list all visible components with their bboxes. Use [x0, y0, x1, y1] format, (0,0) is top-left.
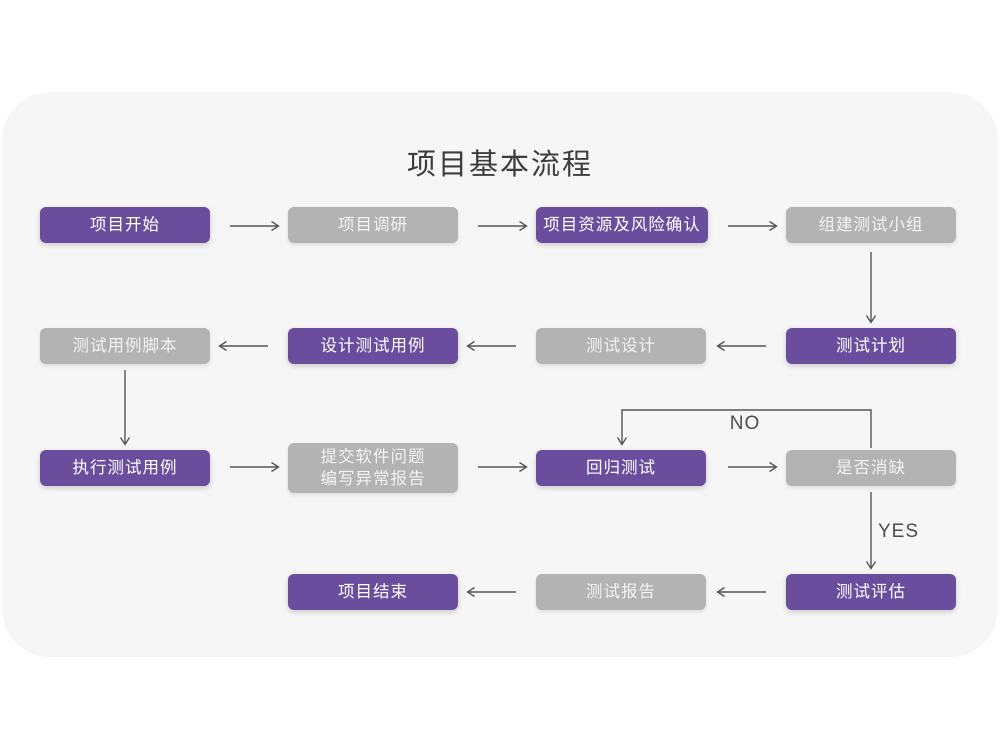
- diagram-title: 项目基本流程: [406, 149, 593, 181]
- node-label: 是否消缺: [836, 459, 906, 477]
- flowchart-card-background: [2, 92, 998, 657]
- edge-label-no: NO: [729, 413, 761, 434]
- node-project-end: 项目结束: [288, 574, 458, 610]
- node-test-case-script: 测试用例脚本: [40, 328, 210, 364]
- node-build-test-team: 组建测试小组: [786, 207, 956, 243]
- node-test-design: 测试设计: [536, 328, 706, 364]
- node-label: 项目调研: [338, 216, 408, 234]
- edge-label-yes: YES: [878, 521, 920, 542]
- node-label: 测试用例脚本: [72, 337, 178, 355]
- node-label: 项目结束: [338, 583, 408, 601]
- node-label-line2: 编写异常报告: [320, 470, 426, 488]
- node-regression-test: 回归测试: [536, 450, 706, 486]
- node-defect-cleared: 是否消缺: [786, 450, 956, 486]
- node-label: 项目资源及风险确认: [543, 216, 701, 234]
- node-risk-confirm: 项目资源及风险确认: [536, 207, 708, 243]
- node-project-research: 项目调研: [288, 207, 458, 243]
- node-label: 项目开始: [90, 216, 160, 234]
- node-label: 执行测试用例: [72, 459, 178, 477]
- node-execute-test-cases: 执行测试用例: [40, 450, 210, 486]
- node-test-plan: 测试计划: [786, 328, 956, 364]
- node-label-line1: 提交软件问题: [320, 448, 426, 466]
- node-label: 设计测试用例: [320, 337, 426, 355]
- node-label: 测试设计: [586, 337, 656, 355]
- node-project-start: 项目开始: [40, 207, 210, 243]
- node-design-test-cases: 设计测试用例: [288, 328, 458, 364]
- node-test-evaluate: 测试评估: [786, 574, 956, 610]
- node-label: 测试评估: [836, 583, 906, 601]
- node-test-report: 测试报告: [536, 574, 706, 610]
- node-submit-issue-report: 提交软件问题 编写异常报告: [288, 443, 458, 493]
- node-label: 测试报告: [586, 583, 656, 601]
- node-label: 组建测试小组: [818, 216, 924, 234]
- node-label: 测试计划: [836, 337, 906, 355]
- node-label: 回归测试: [586, 459, 656, 477]
